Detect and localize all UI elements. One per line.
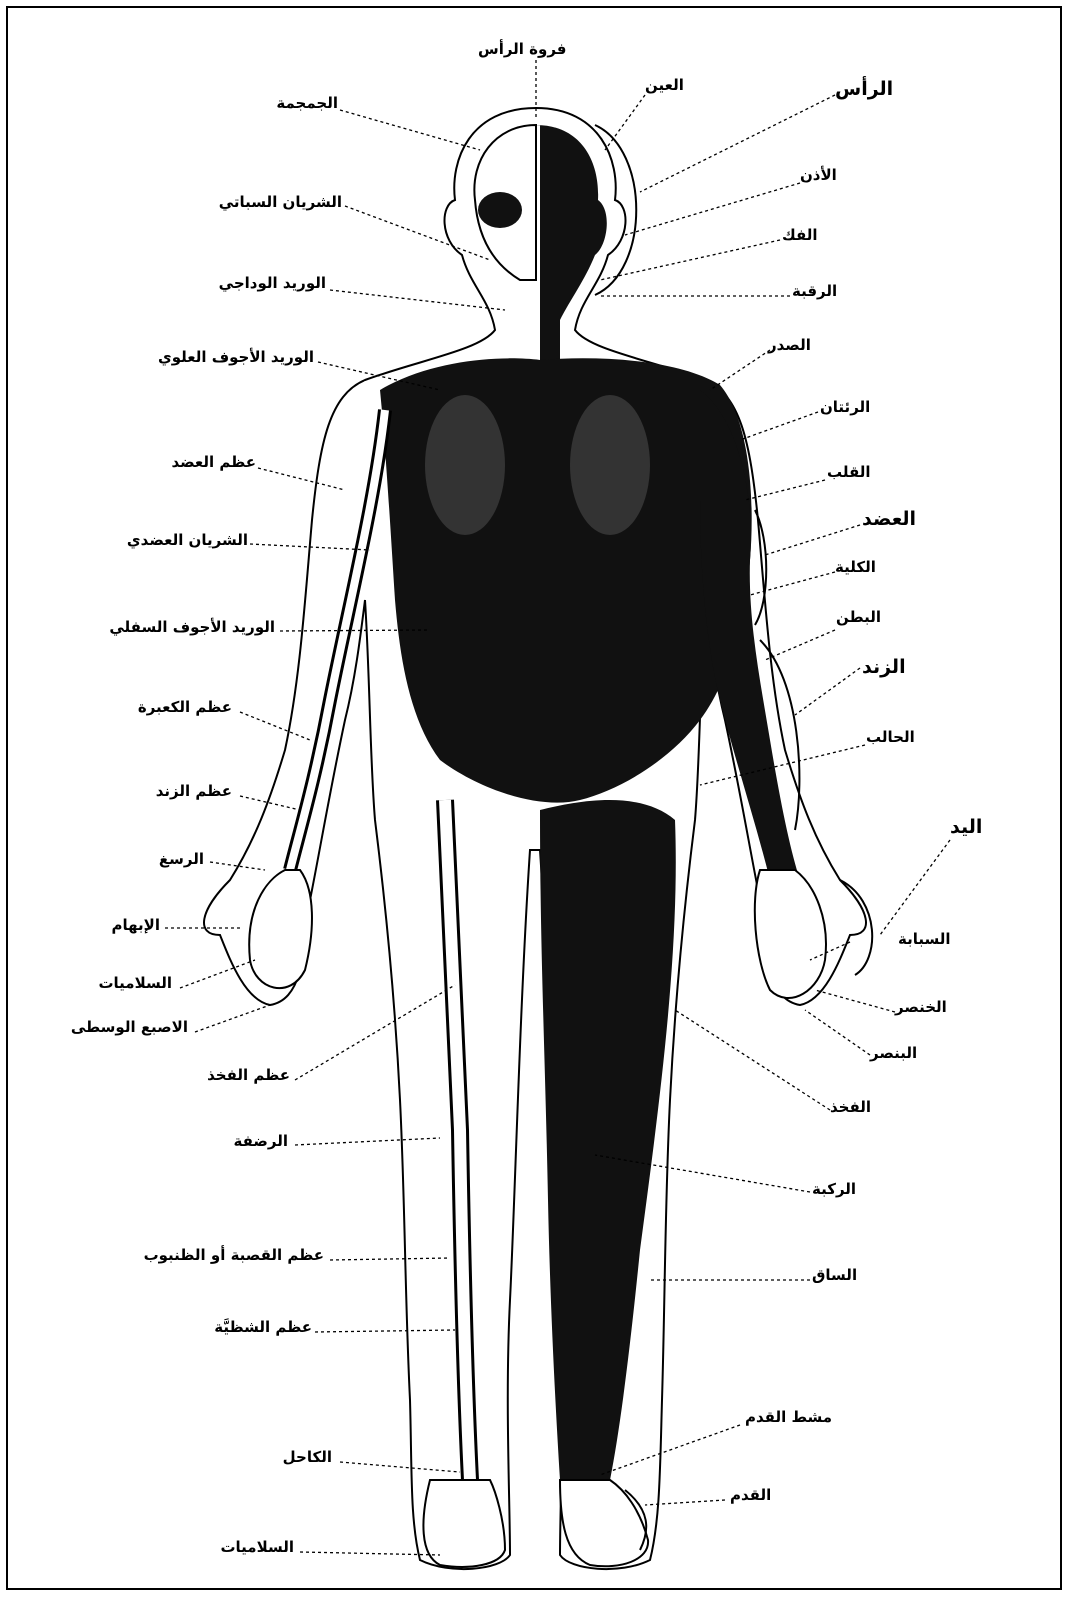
label-upper-arm: العضد bbox=[862, 510, 916, 529]
label-phalanges-foot: السلاميات bbox=[220, 1540, 294, 1555]
label-jugular-vein: الوريد الوداجي bbox=[219, 276, 326, 291]
label-hand: اليد bbox=[950, 818, 982, 837]
label-humerus: عظم العضد bbox=[171, 455, 256, 470]
label-forearm: الزند bbox=[862, 658, 906, 677]
label-wrist: الرسغ bbox=[159, 852, 204, 867]
label-ear: الأذن bbox=[800, 168, 837, 183]
label-head: الرأس bbox=[835, 80, 893, 99]
label-neck: الرقبة bbox=[792, 284, 837, 299]
right-lung bbox=[570, 395, 650, 535]
label-scalp: فروة الرأس bbox=[478, 42, 567, 57]
label-radius: عظم الكعبرة bbox=[138, 700, 232, 715]
label-patella: الرضفة bbox=[234, 1134, 289, 1149]
label-heart: القلب bbox=[827, 465, 871, 480]
right-leg-muscle bbox=[540, 800, 676, 1480]
label-tibia: عظم القصبة أو الظنبوب bbox=[144, 1248, 324, 1263]
label-ureter: الحالب bbox=[866, 730, 915, 745]
label-thigh: الفخذ bbox=[830, 1100, 871, 1115]
label-lungs: الرئتان bbox=[820, 400, 870, 415]
label-ulna: عظم الزند bbox=[156, 784, 232, 799]
label-phalanges-hand: السلاميات bbox=[98, 976, 172, 991]
bracket-hand bbox=[840, 880, 872, 975]
label-temporal-artery: الشريان السباتي bbox=[219, 195, 342, 210]
label-foot: القدم bbox=[730, 1488, 771, 1503]
label-ankle: الكاحل bbox=[283, 1450, 332, 1465]
label-index-finger: السبابة bbox=[898, 932, 951, 947]
left-foot bbox=[423, 1480, 505, 1567]
label-middle-finger: الاصبع الوسطى bbox=[71, 1020, 188, 1035]
label-superior-vena-cava: الوريد الأجوف العلوي bbox=[158, 350, 314, 365]
label-abdomen: البطن bbox=[836, 610, 881, 625]
label-jaw: الفك bbox=[782, 228, 818, 243]
label-skull: الجمجمة bbox=[276, 96, 338, 111]
label-chest: الصدر bbox=[768, 338, 811, 353]
label-kidney: الكلية bbox=[835, 560, 876, 575]
left-hand bbox=[249, 870, 312, 988]
label-knee: الركبة bbox=[812, 1182, 856, 1197]
label-shin: الساق bbox=[812, 1268, 857, 1283]
label-fibula: عظم الشظيَّة bbox=[214, 1320, 312, 1335]
left-lung bbox=[425, 395, 505, 535]
label-brachial-artery: الشريان العضدي bbox=[127, 533, 248, 548]
label-metatarsus: مشط القدم bbox=[745, 1410, 832, 1425]
label-ring-finger: البنصر bbox=[870, 1046, 917, 1061]
right-foot bbox=[560, 1480, 648, 1566]
label-thumb: الإبهام bbox=[112, 918, 160, 933]
label-eye: العين bbox=[645, 78, 684, 93]
head-dark-half bbox=[536, 125, 607, 360]
label-inferior-vena-cava: الوريد الأجوف السفلي bbox=[109, 620, 275, 635]
label-femur: عظم الفخذ bbox=[207, 1068, 290, 1083]
right-hand bbox=[755, 870, 826, 998]
label-little-finger: الخنصر bbox=[895, 1000, 947, 1015]
eye-socket bbox=[478, 192, 522, 228]
